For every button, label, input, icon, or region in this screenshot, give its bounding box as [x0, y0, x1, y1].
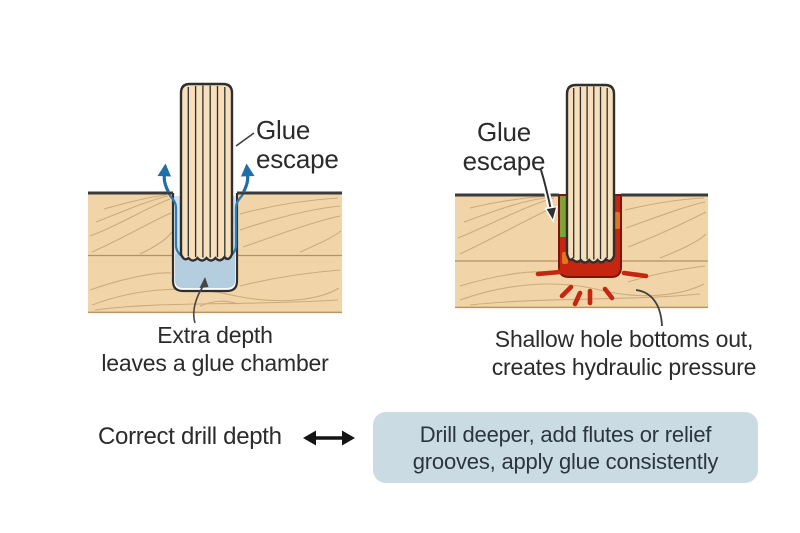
glue-escape-arrowhead-right	[241, 163, 255, 177]
glue-escape-arrowhead-left	[157, 163, 171, 177]
label-line: escape	[462, 146, 546, 176]
left-dowel	[179, 82, 234, 262]
chamber-leader-arrow	[192, 277, 209, 324]
left-caption: Extra depth leaves a glue chamber	[60, 321, 370, 377]
glue-film-left	[174, 196, 180, 254]
pressure-burst	[535, 269, 649, 307]
label-line: Glue	[476, 117, 532, 147]
right-caption-leader-line	[635, 289, 663, 327]
caption-line: Shallow hole bottoms out,	[494, 326, 754, 352]
glue-escape-green-strip	[560, 196, 567, 237]
label-line: Glue	[256, 115, 311, 145]
left-wood-grain	[89, 194, 342, 311]
left-label-leader-line	[235, 132, 255, 147]
label-line: escape	[256, 144, 339, 174]
right-caption: Shallow hole bottoms out, creates hydrau…	[468, 325, 780, 381]
caption-line: creates hydraulic pressure	[491, 354, 757, 380]
caption-line: Extra depth	[157, 322, 273, 348]
callout-line: grooves, apply glue consistently	[412, 448, 719, 474]
correct-drill-depth-label: Correct drill depth	[98, 423, 282, 450]
dowel-flutes	[187, 85, 226, 258]
caption-line: leaves a glue chamber	[101, 350, 329, 376]
callout-line: Drill deeper, add flutes or relief	[419, 421, 712, 447]
glue-escape-arrows	[157, 163, 255, 193]
left-glue-escape-label: Glue escape	[256, 116, 339, 174]
double-arrow-icon	[303, 430, 355, 446]
glue-film-right	[230, 196, 236, 254]
right-glue-escape-label: Glue escape	[452, 118, 556, 176]
fix-suggestion-callout: Drill deeper, add flutes or relief groov…	[373, 412, 758, 483]
dowel-flutes	[573, 86, 608, 260]
right-dowel	[565, 83, 616, 264]
right-label-arrow	[538, 167, 558, 223]
